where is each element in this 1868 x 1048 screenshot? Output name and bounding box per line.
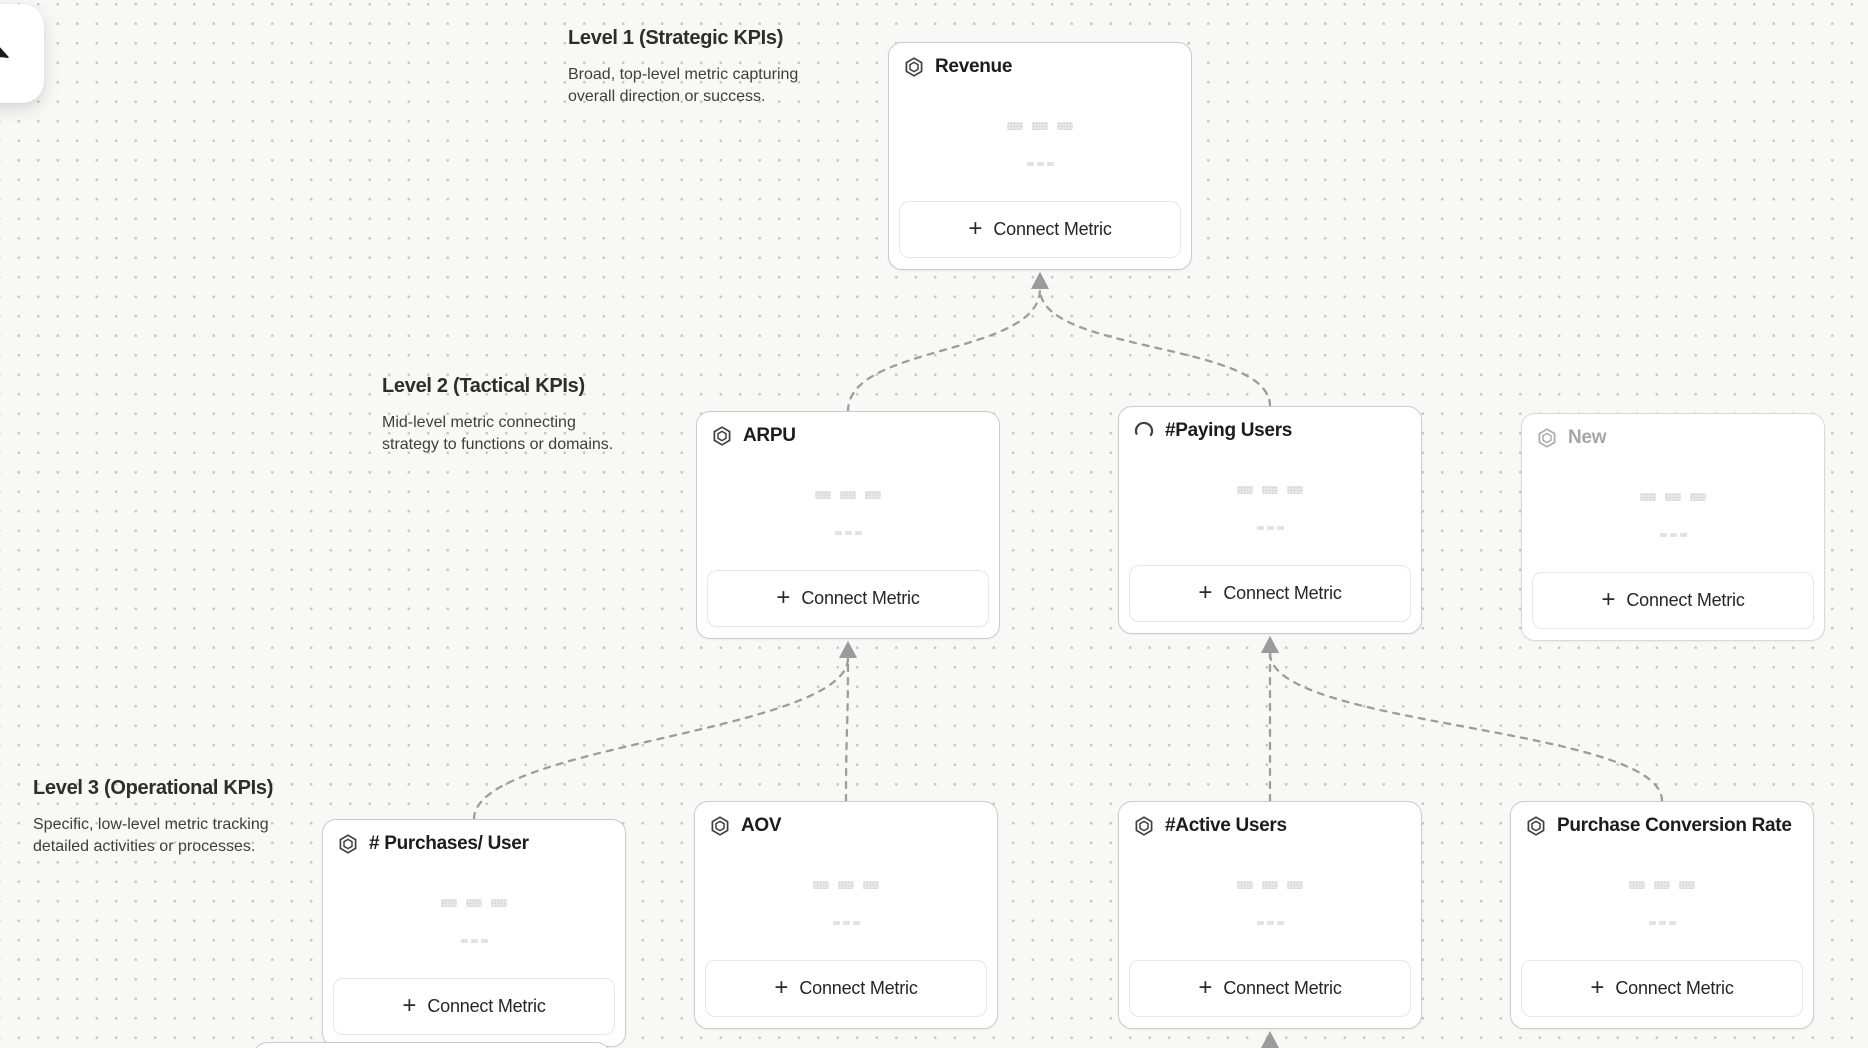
- skeleton-dashes: [889, 162, 1191, 166]
- connect-metric-button[interactable]: + Connect Metric: [1532, 572, 1814, 629]
- skeleton-dashes: [323, 939, 625, 943]
- skeleton-bars: [889, 122, 1191, 130]
- skeleton-bars: [323, 899, 625, 907]
- card-header: ARPU: [711, 425, 796, 447]
- skeleton-bars: [695, 881, 997, 889]
- metric-hexagon-icon: [339, 834, 357, 854]
- spinner-icon: [1134, 421, 1154, 437]
- level-3-label: Level 3 (Operational KPIs) Specific, low…: [33, 777, 295, 858]
- skeleton-dashes: [1522, 533, 1824, 537]
- connect-metric-label: Connect Metric: [427, 996, 546, 1016]
- skeleton-dashes: [1511, 921, 1813, 925]
- card-title: ARPU: [743, 425, 796, 446]
- level-description: Broad, top-level metric capturing overal…: [568, 66, 799, 106]
- connector-arpu-to-revenue: [846, 287, 1042, 413]
- metric-card-purchase-conversion-rate[interactable]: Purchase Conversion Rate + Connect Metri…: [1510, 801, 1814, 1029]
- connect-metric-label: Connect Metric: [1223, 978, 1342, 998]
- level-2-label: Level 2 (Tactical KPIs) Mid-level metric…: [382, 375, 627, 456]
- connector-purchase-conversion-rate-to-paying-users: [1268, 651, 1664, 803]
- connect-metric-button[interactable]: + Connect Metric: [899, 201, 1181, 258]
- connect-metric-button[interactable]: + Connect Metric: [1129, 565, 1411, 622]
- connect-metric-button[interactable]: + Connect Metric: [1521, 960, 1803, 1017]
- level-title: Level 3 (Operational KPIs): [33, 777, 274, 799]
- card-title: New: [1568, 427, 1607, 448]
- arrowhead-arpu: [839, 641, 857, 658]
- skeleton-bars: [1119, 486, 1421, 494]
- skeleton-bars: [697, 491, 999, 499]
- skeleton-bars: [1119, 881, 1421, 889]
- cursor-icon: [0, 44, 9, 63]
- arrowhead-arpu: [839, 641, 857, 658]
- metric-hexagon-icon: [905, 57, 923, 77]
- connect-metric-button[interactable]: + Connect Metric: [705, 960, 987, 1017]
- connector-paying-users-to-revenue: [1038, 287, 1272, 408]
- metric-card-new[interactable]: New + Connect Metric: [1521, 413, 1825, 641]
- level-title: Level 2 (Tactical KPIs): [382, 375, 585, 397]
- skeleton-dashes: [695, 921, 997, 925]
- connect-metric-button[interactable]: + Connect Metric: [333, 978, 615, 1035]
- connect-metric-label: Connect Metric: [1223, 583, 1342, 603]
- arrowhead-revenue: [1031, 272, 1049, 289]
- card-header: # Purchases/ User: [337, 833, 529, 855]
- card-header: Revenue: [903, 56, 1012, 78]
- arrowhead-revenue: [1031, 272, 1049, 289]
- connect-metric-label: Connect Metric: [799, 978, 918, 998]
- metric-card-aov[interactable]: AOV + Connect Metric: [694, 801, 998, 1029]
- connect-metric-label: Connect Metric: [1626, 590, 1745, 610]
- card-header: AOV: [709, 815, 782, 837]
- card-title: Revenue: [935, 56, 1013, 77]
- floating-tool-panel[interactable]: [0, 4, 44, 103]
- partial-metric-card[interactable]: [252, 1042, 612, 1048]
- plus-icon: +: [402, 991, 417, 1019]
- plus-icon: +: [774, 973, 789, 1001]
- plus-icon: +: [1198, 578, 1213, 606]
- plus-icon: +: [968, 214, 983, 242]
- card-title: #Paying Users: [1165, 420, 1293, 441]
- card-header: #Paying Users: [1133, 420, 1292, 442]
- metric-hexagon-icon: [713, 426, 731, 446]
- level-description: Specific, low-level metric tracking deta…: [33, 816, 269, 856]
- metric-hexagon-icon: [1538, 428, 1556, 448]
- arrowhead-active-users: [1261, 1031, 1279, 1048]
- card-header: New: [1536, 427, 1606, 449]
- plus-icon: +: [1198, 973, 1213, 1001]
- metric-card-revenue[interactable]: Revenue + Connect Metric: [888, 42, 1192, 270]
- metric-hexagon-icon: [711, 816, 729, 836]
- card-header: Purchase Conversion Rate: [1525, 815, 1792, 837]
- metric-card-purchases-per-user[interactable]: # Purchases/ User + Connect Metric: [322, 819, 626, 1047]
- card-title: #Active Users: [1165, 815, 1287, 836]
- metric-hexagon-icon: [1135, 816, 1153, 836]
- connector-purchases-per-user-to-arpu: [472, 656, 850, 821]
- connect-metric-label: Connect Metric: [801, 588, 920, 608]
- skeleton-dashes: [1119, 921, 1421, 925]
- connect-metric-label: Connect Metric: [993, 219, 1112, 239]
- connect-metric-button[interactable]: + Connect Metric: [707, 570, 989, 627]
- metric-card-active-users[interactable]: #Active Users + Connect Metric: [1118, 801, 1422, 1029]
- level-description: Mid-level metric connecting strategy to …: [382, 414, 614, 454]
- metric-card-arpu[interactable]: ARPU + Connect Metric: [696, 411, 1000, 639]
- skeleton-bars: [1522, 493, 1824, 501]
- connect-metric-button[interactable]: + Connect Metric: [1129, 960, 1411, 1017]
- skeleton-bars: [1511, 881, 1813, 889]
- connector-aov-to-arpu: [844, 656, 850, 803]
- level-1-label: Level 1 (Strategic KPIs) Broad, top-leve…: [568, 27, 823, 108]
- card-title: AOV: [741, 815, 782, 836]
- metric-hexagon-icon: [1527, 816, 1545, 836]
- arrowhead-paying-users: [1261, 636, 1279, 653]
- card-title: Purchase Conversion Rate: [1557, 815, 1792, 836]
- plus-icon: +: [1601, 585, 1616, 613]
- card-header: #Active Users: [1133, 815, 1287, 837]
- metric-card-paying-users[interactable]: #Paying Users + Connect Metric: [1118, 406, 1422, 634]
- level-title: Level 1 (Strategic KPIs): [568, 27, 784, 49]
- plus-icon: +: [776, 583, 791, 611]
- card-title: # Purchases/ User: [369, 833, 529, 854]
- skeleton-dashes: [1119, 526, 1421, 530]
- arrowhead-paying-users: [1261, 636, 1279, 653]
- skeleton-dashes: [697, 531, 999, 535]
- plus-icon: +: [1590, 973, 1605, 1001]
- connect-metric-label: Connect Metric: [1615, 978, 1734, 998]
